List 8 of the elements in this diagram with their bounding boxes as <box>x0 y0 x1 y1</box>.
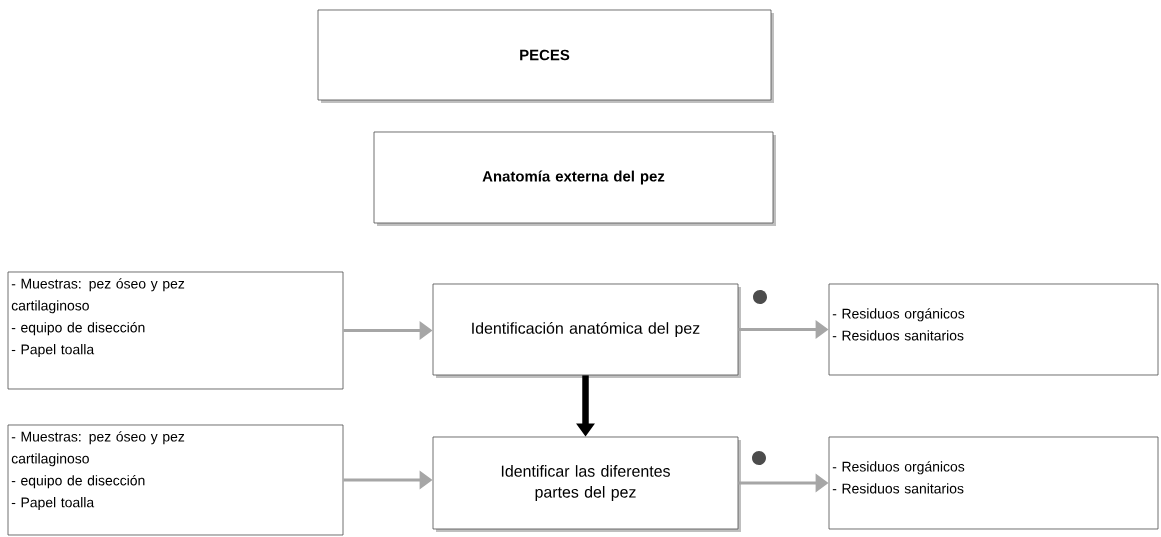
list-box: - Residuos orgánicos - Residuos sanitarios <box>828 283 1159 376</box>
title-box: PECES <box>317 9 774 103</box>
list-box: - Residuos orgánicos - Residuos sanitarios <box>828 436 1159 530</box>
list-box: - Muestras: pez óseo y pez cartilaginoso - equipo de disección - Papel toalla <box>7 271 344 390</box>
title-box: Anatomía externa del pez <box>373 131 776 226</box>
list-box: - Muestras: pez óseo y pez cartilaginoso - equipo de disección - Papel toalla <box>7 424 344 536</box>
process-box: Identificar las diferentes partes del pez <box>432 436 741 532</box>
process-box: Identificación anatómica del pez <box>432 283 741 378</box>
